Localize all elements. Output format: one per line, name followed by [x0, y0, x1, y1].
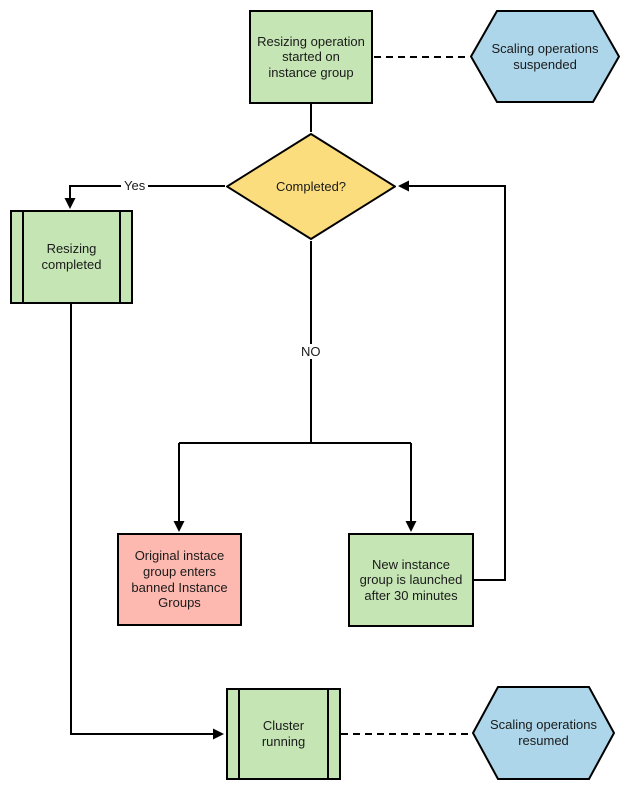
arrowhead-new-group	[405, 521, 417, 532]
node-resizing-completed-label: Resizing completed	[41, 241, 102, 272]
node-scaling-resumed-label: Scaling operations resumed	[490, 717, 597, 748]
node-cluster-running-label: Cluster running	[261, 718, 306, 749]
node-scaling-suspended: Scaling operations suspended	[470, 10, 620, 103]
node-completed-decision: Completed?	[226, 133, 396, 240]
edge-completed-cluster	[70, 304, 216, 735]
edge-yes-path	[69, 185, 225, 201]
arrowhead-banned	[173, 521, 185, 532]
hexagon-shape	[470, 10, 620, 103]
node-resizing-completed: Resizing completed	[10, 210, 133, 304]
diamond-shape	[226, 133, 396, 240]
node-scaling-suspended-label: Scaling operations suspended	[491, 40, 599, 72]
node-resizing-started: Resizing operation started on instance g…	[249, 10, 373, 104]
arrowhead-cluster	[213, 728, 224, 740]
edge-label-no: NO	[298, 344, 324, 359]
predefined-process-bar	[327, 690, 329, 778]
node-scaling-resumed: Scaling operations resumed	[472, 686, 615, 780]
arrowhead-feedback	[398, 180, 409, 192]
predefined-process-bar	[22, 212, 24, 302]
edge-feedback-path	[407, 185, 506, 581]
node-cluster-running: Cluster running	[226, 688, 341, 780]
node-banned-groups: Original instace group enters banned Ins…	[117, 533, 242, 626]
predefined-process-bar	[238, 690, 240, 778]
arrowhead-yes	[64, 198, 76, 209]
predefined-process-bar	[119, 212, 121, 302]
hexagon-shape	[472, 686, 615, 780]
node-completed-decision-label: Completed?	[275, 178, 347, 194]
edge-label-yes: Yes	[121, 178, 149, 193]
node-new-instance-group: New instance group is launched after 30 …	[348, 533, 474, 627]
